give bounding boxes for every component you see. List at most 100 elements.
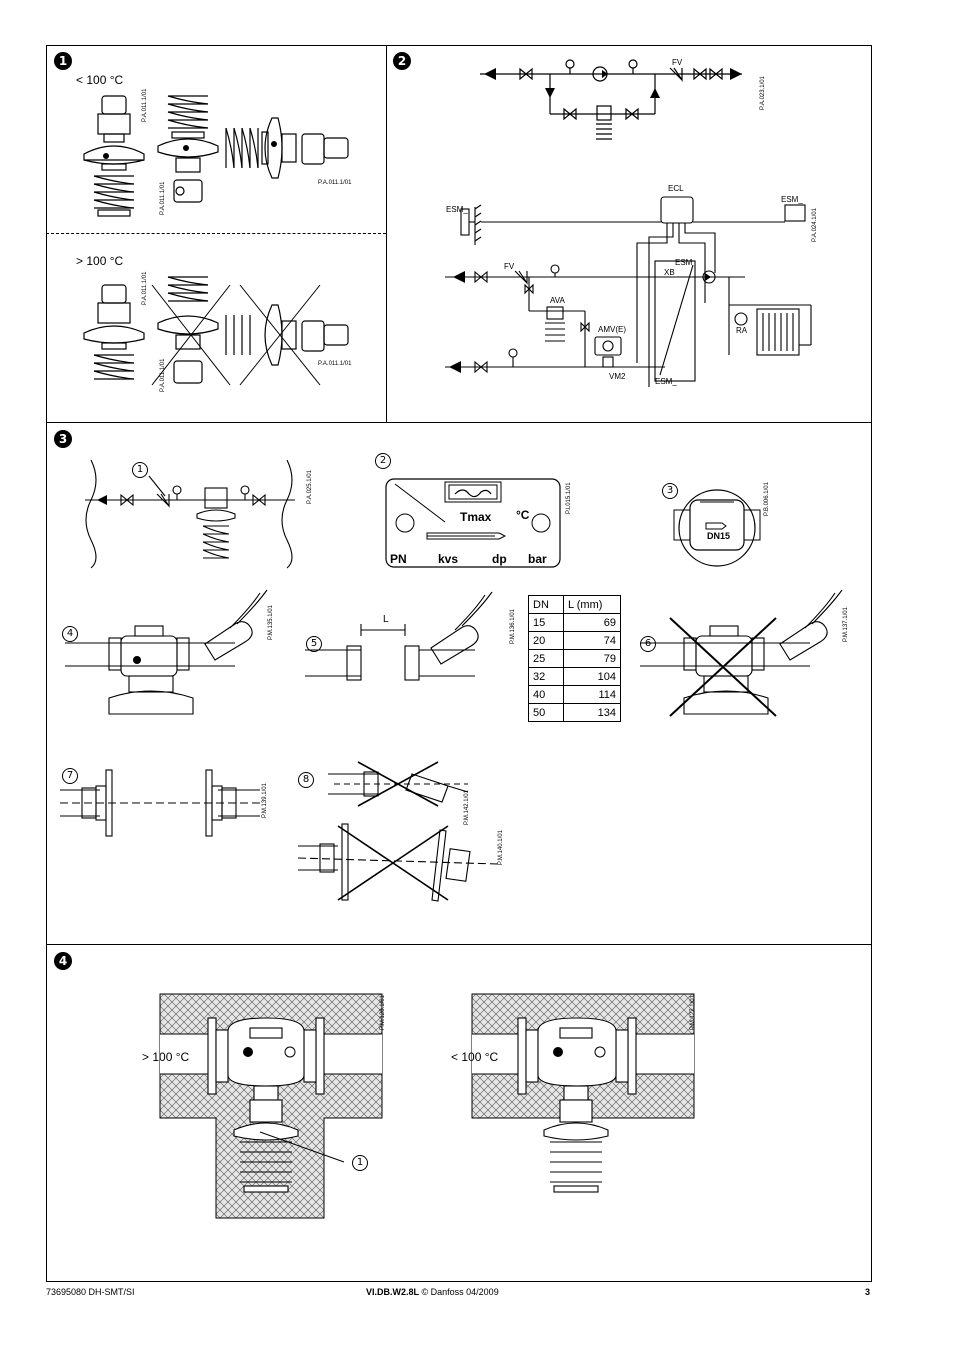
sec2-ra: RA — [736, 326, 748, 335]
sec1-code-2: P.A.011.1/01 — [160, 181, 166, 215]
nameplate-dp: dp — [492, 552, 507, 566]
sec3-pipe-diagram — [85, 459, 295, 569]
sec3-code-4: P.M.135.1/01 — [268, 605, 274, 640]
sec2-code-top: P.A.023.1/01 — [760, 76, 766, 110]
footer-page-number: 3 — [865, 1287, 871, 1297]
sec2-esm-right: ESM_ — [781, 195, 803, 204]
sec2-amv: AMV(E) — [598, 325, 626, 334]
sec4-above-label: > 100 °C — [142, 1050, 190, 1064]
section-badge-2: 2 — [393, 52, 411, 70]
footer-copyright: © Danfoss 04/2009 — [419, 1287, 499, 1297]
nameplate-pn: PN — [390, 552, 407, 566]
sec3-fig8-misaligned — [297, 761, 499, 902]
footer-doc-id: VI.DB.W2.8L — [366, 1287, 420, 1297]
divider-row1 — [46, 422, 872, 423]
table-header-l: L (mm) — [563, 595, 621, 614]
table-cell: 40 — [528, 685, 564, 704]
sec4-insulation-diagrams — [159, 993, 695, 1219]
sec2-ava: AVA — [550, 296, 565, 305]
page-frame — [46, 45, 872, 1282]
sec2-xb: XB — [664, 268, 675, 277]
sec3-fig5-welding — [305, 591, 493, 681]
sec3-dim-L: L — [383, 614, 389, 625]
divider-row2 — [46, 944, 872, 945]
sec3-nameplate — [385, 478, 561, 568]
nameplate-kvs: kvs — [438, 552, 459, 566]
nameplate-bar: bar — [528, 552, 547, 566]
table-cell: 69 — [563, 613, 621, 632]
sec3-code-8a: P.M.142.1/01 — [464, 790, 470, 825]
sec1-code-1: P.A.011.1/01 — [142, 88, 148, 122]
table-cell: 50 — [528, 703, 564, 722]
nameplate-tmax: Tmax — [460, 510, 492, 524]
sec3-fig6-wrong-welding — [640, 589, 843, 717]
valve-body-dn: DN15 — [707, 531, 731, 541]
sec3-num-1: 1 — [132, 462, 148, 478]
sec3-code-8b: P.M.140.1/01 — [498, 830, 504, 865]
sec3-code-pipe: P.A.025.1/01 — [307, 470, 313, 504]
sec3-fig7-flanges — [60, 769, 260, 837]
sec2-esm: ESM — [675, 258, 693, 267]
sec4-code-left: P.M.128.1/01 — [380, 995, 386, 1030]
section-badge-1: 1 — [54, 52, 72, 70]
sec3-code-5: P.M.136.1/01 — [510, 609, 516, 644]
sec3-num-3: 3 — [662, 483, 678, 499]
sec3-num-5: 5 — [306, 636, 322, 652]
table-cell: 32 — [528, 667, 564, 686]
sec2-esm-bottom: ESM_ — [655, 377, 677, 386]
table-cell: 79 — [563, 649, 621, 668]
sec3-fig4-welding — [65, 589, 268, 715]
sec2-district-heating-diagram — [445, 196, 812, 387]
sec4-below-label: < 100 °C — [451, 1050, 499, 1064]
sec2-vm2: VM2 — [609, 372, 626, 381]
sec2-bypass-diagram — [480, 59, 742, 140]
sec2-ecl: ECL — [668, 184, 684, 193]
table-cell: 25 — [528, 649, 564, 668]
table-header-row: DN L (mm) — [528, 595, 621, 614]
sec1-valves-normal — [83, 95, 349, 217]
sec2-code-mid: P.A.024.1/01 — [812, 208, 818, 242]
temp-below-label: < 100 °C — [76, 73, 124, 87]
footer-center: VI.DB.W2.8L © Danfoss 04/2009 — [366, 1287, 499, 1297]
sec3-code-6: P.M.137.1/01 — [843, 607, 849, 642]
sec1-code-4: P.A.011.1/01 — [142, 271, 148, 305]
temp-above-label: > 100 °C — [76, 254, 124, 268]
sec3-num-6: 6 — [640, 636, 656, 652]
divider-sec1-sec2 — [386, 45, 387, 423]
sec4-num-1: 1 — [352, 1155, 368, 1171]
table-cell: 134 — [563, 703, 621, 722]
table-cell: 20 — [528, 631, 564, 650]
sec3-num-4: 4 — [62, 626, 78, 642]
nameplate-code: P.L015.1/01 — [566, 482, 572, 514]
table-cell: 114 — [563, 685, 621, 704]
sec1-valves-hot — [83, 276, 349, 386]
table-header-dn: DN — [528, 595, 564, 614]
sec1-code-3: P.A.011.1/01 — [318, 180, 352, 186]
footer-doc-code: 73695080 DH-SMT/SI — [46, 1287, 135, 1297]
sec2-fv: FV — [504, 262, 515, 271]
sec4-code-right: P.M.127.1/01 — [690, 995, 696, 1030]
sec1-code-6: P.A.011.1/01 — [318, 361, 352, 367]
sec3-num-2: 2 — [375, 453, 391, 469]
sec1-code-5: P.A.011.1/01 — [160, 358, 166, 392]
nameplate-degc: °C — [516, 508, 530, 522]
section-badge-4: 4 — [54, 952, 72, 970]
table-cell: 74 — [563, 631, 621, 650]
sec3-valve-body — [673, 489, 761, 567]
table-cell: 15 — [528, 613, 564, 632]
section-badge-3: 3 — [54, 430, 72, 448]
sec2-esm-left: ESM_ — [446, 205, 468, 214]
sec3-code-7: P.M.139.1/01 — [262, 783, 268, 818]
table-cell: 104 — [563, 667, 621, 686]
divider-sec1-dashed — [46, 233, 386, 234]
sec2-fv-top: FV — [672, 58, 683, 67]
sec3-num-7: 7 — [62, 768, 78, 784]
sec3-num-8: 8 — [298, 772, 314, 788]
